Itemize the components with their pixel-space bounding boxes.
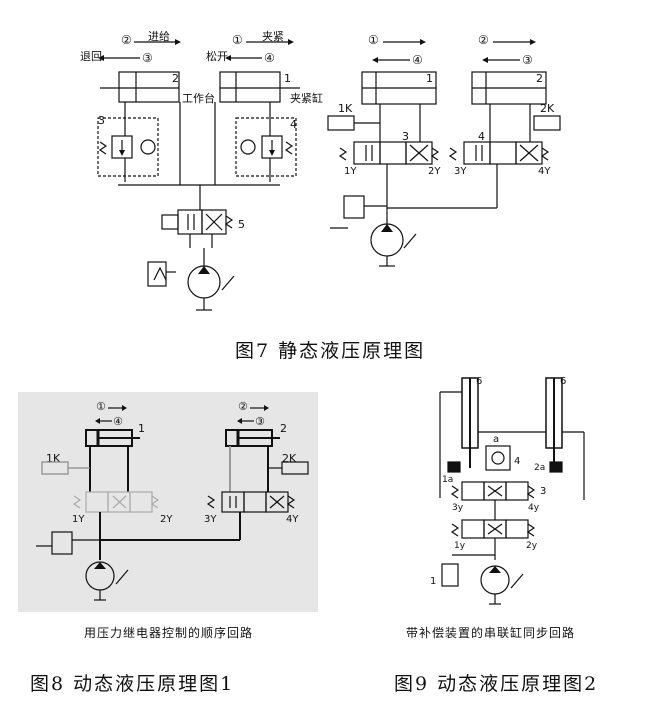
fig9-v3: 3 bbox=[540, 486, 546, 497]
fig8-sol2y: 2Y bbox=[160, 514, 173, 525]
fig7-right-m2: ② bbox=[478, 33, 489, 47]
fig7-left-m2-text: 进给 bbox=[148, 30, 170, 43]
fig8-background bbox=[18, 392, 318, 612]
fig9-caption: 图9 动态液压原理图2 bbox=[394, 673, 599, 695]
fig8-sol4y: 4Y bbox=[286, 514, 299, 525]
fig7-left-clamp-label: 夹紧缸 bbox=[290, 91, 323, 105]
fig9-v4y: 4y bbox=[528, 503, 540, 513]
fig7-right-m3: ③ bbox=[522, 53, 533, 67]
fig9-sw1: 1a bbox=[442, 475, 453, 485]
fig8-m3: ③ bbox=[255, 415, 265, 428]
fig8-relay2: 2K bbox=[282, 452, 297, 465]
fig7-left-cyl2-num: 2 bbox=[172, 72, 179, 85]
fig8-circuit: ① ④ ② ③ 1 2 1K 2K 1Y 2Y bbox=[36, 400, 309, 601]
fig7-right-relay1: 1K bbox=[338, 102, 353, 115]
fig7-right-circuit: ① ④ ② ③ 1 2 1K 2K 3 1Y 2Y 4 3Y bbox=[327, 33, 561, 267]
fig7-right-valve3: 3 bbox=[402, 130, 409, 143]
fig7-right-cyl2: 2 bbox=[536, 72, 543, 85]
fig7-left-valve4: 4 bbox=[290, 118, 297, 131]
fig9-sw2: 2a bbox=[534, 463, 545, 473]
fig7-right-m1: ① bbox=[368, 33, 379, 47]
fig8-m2: ② bbox=[238, 400, 248, 413]
fig8-m1: ① bbox=[96, 400, 106, 413]
fig9-v3y: 3y bbox=[452, 503, 464, 513]
fig7-caption: 图7 静态液压原理图 bbox=[235, 340, 426, 362]
fig7-left-valve3: 3 bbox=[98, 114, 105, 127]
fig7-left-m3: ③ bbox=[142, 51, 153, 65]
fig9-relief: 1 bbox=[430, 576, 436, 587]
fig9-check-num: 4 bbox=[514, 456, 520, 467]
fig9-subcaption: 带补偿装置的串联缸同步回路 bbox=[406, 626, 576, 640]
fig7-right-sol1y: 1Y bbox=[344, 166, 357, 177]
fig8-sol3y: 3Y bbox=[204, 514, 217, 525]
fig8-sol1y: 1Y bbox=[72, 514, 85, 525]
fig8-cyl2: 2 bbox=[280, 422, 287, 435]
fig8-relay1: 1K bbox=[46, 452, 61, 465]
fig8-cyl1: 1 bbox=[138, 422, 145, 435]
fig7-right-sol2y: 2Y bbox=[428, 166, 441, 177]
fig8-m4: ④ bbox=[113, 415, 123, 428]
fig7-left-m1-text: 夹紧 bbox=[262, 30, 284, 43]
fig7-right-m4: ④ bbox=[412, 53, 423, 67]
fig7-left-circuit: ② 进给 退回 ③ ① 夹紧 松开 ④ 2 工作台 1 夹紧缸 3 bbox=[80, 30, 323, 311]
fig7-right-sol3y: 3Y bbox=[454, 166, 467, 177]
fig8-subcaption: 用压力继电器控制的顺序回路 bbox=[84, 626, 254, 640]
fig7-left-m2: ② bbox=[121, 33, 132, 47]
fig9-v2y: 2y bbox=[526, 541, 538, 551]
fig9-cyl-left: 6 bbox=[476, 376, 482, 387]
fig7-left-m4-text: 松开 bbox=[206, 49, 228, 63]
fig7-left-m1: ① bbox=[232, 33, 243, 47]
fig7-right-valve4: 4 bbox=[478, 130, 485, 143]
fig9-check-a: a bbox=[493, 434, 499, 445]
fig9-cyl-right: 6 bbox=[560, 376, 566, 387]
fig7-left-table-label: 工作台 bbox=[182, 91, 215, 105]
fig7-right-sol4y: 4Y bbox=[538, 166, 551, 177]
fig7-left-m4: ④ bbox=[264, 51, 275, 65]
fig7-right-cyl1: 1 bbox=[426, 72, 433, 85]
fig8-caption: 图8 动态液压原理图1 bbox=[30, 673, 235, 695]
fig7-left-valve5: 5 bbox=[238, 218, 245, 231]
fig7-left-m3-text: 退回 bbox=[80, 50, 102, 63]
fig9-circuit: 6 6 a 4 1a 2a 3 3y 4y 1y 2y 1 bbox=[430, 376, 585, 605]
fig7-left-cyl1-num: 1 bbox=[284, 72, 291, 85]
fig9-v1y: 1y bbox=[454, 541, 466, 551]
fig7-right-relay2: 2K bbox=[540, 102, 555, 115]
